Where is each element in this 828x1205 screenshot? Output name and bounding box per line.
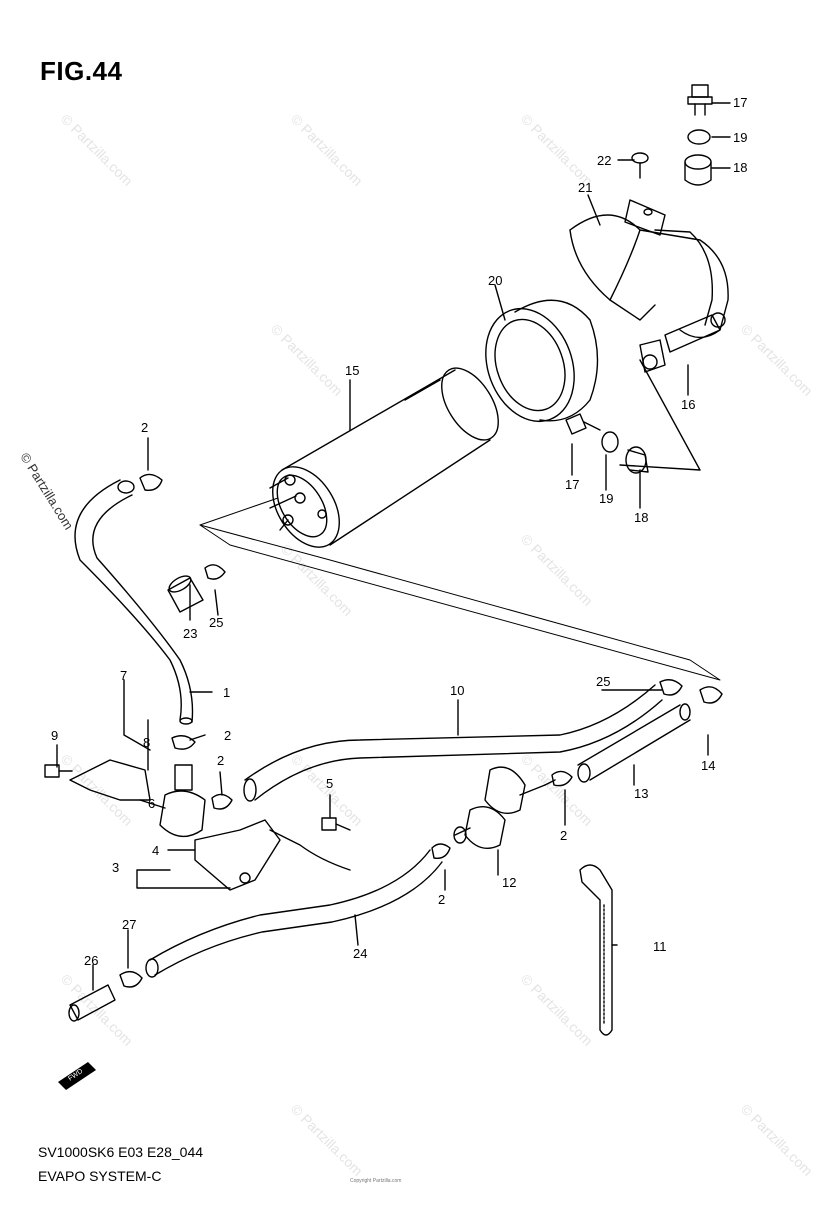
- watermark-tile: © Partzilla.com: [518, 751, 596, 829]
- callout-6: 6: [148, 796, 155, 811]
- hose-23: [167, 575, 204, 613]
- bolt-17-lower: [565, 413, 601, 435]
- watermark-tile: © Partzilla.com: [518, 971, 596, 1049]
- callout-12: 12: [502, 875, 516, 890]
- washer-19-lower: [601, 431, 619, 453]
- joint-26: [68, 984, 116, 1022]
- callout-15: 15: [345, 363, 359, 378]
- watermark-tile: © Partzilla.com: [518, 531, 596, 609]
- figure-code: SV1000SK6 E03 E28_044: [38, 1144, 204, 1160]
- canister-cover-part: [485, 299, 599, 423]
- callout-19: 19: [599, 491, 613, 506]
- watermark-tile: © Partzilla.com: [518, 111, 596, 189]
- clamp-2: [551, 770, 573, 787]
- callout-8: 8: [143, 735, 150, 750]
- callout-14: 14: [701, 758, 715, 773]
- clamp-2: [431, 843, 451, 859]
- clamp-2: [171, 735, 196, 750]
- canister-part: [269, 367, 499, 548]
- callout-7: 7: [120, 668, 127, 683]
- callout-25: 25: [596, 674, 610, 689]
- callouts: 2 1 2 2 2 2 3 4 5 6 7 8 9 10 11 12 13 14…: [51, 95, 747, 968]
- callout-1: 1: [223, 685, 230, 700]
- callout-11: 11: [653, 939, 667, 954]
- callout-18: 18: [634, 510, 648, 525]
- callout-2: 2: [438, 892, 445, 907]
- watermark-tile: © Partzilla.com: [738, 1101, 816, 1179]
- bolt-5: [321, 817, 351, 831]
- valve-6: [139, 764, 206, 838]
- callout-2: 2: [217, 753, 224, 768]
- callout-22: 22: [597, 153, 611, 168]
- hose-1: [74, 479, 194, 725]
- bolt-17-upper: [687, 84, 713, 116]
- watermark-tile: © Partzilla.com: [58, 751, 136, 829]
- callout-18: 18: [733, 160, 747, 175]
- watermark-tile: © Partzilla.com: [268, 321, 346, 399]
- cushion-18-upper: [684, 154, 712, 186]
- watermark-tile: © Partzilla.com: [58, 111, 136, 189]
- canister-bracket-part: [569, 199, 729, 373]
- hose-24: [145, 849, 443, 978]
- clamp-2: [211, 793, 233, 810]
- watermark-tiles: © Partzilla.com © Partzilla.com © Partzi…: [58, 111, 816, 1179]
- callout-5: 5: [326, 776, 333, 791]
- callout-2: 2: [560, 828, 567, 843]
- callout-20: 20: [488, 273, 502, 288]
- valve-12: [453, 766, 556, 849]
- callout-9: 9: [51, 728, 58, 743]
- callout-19: 19: [733, 130, 747, 145]
- callout-24: 24: [353, 946, 367, 961]
- callout-17: 17: [733, 95, 747, 110]
- callout-16: 16: [681, 397, 695, 412]
- callout-4: 4: [152, 843, 159, 858]
- callout-27: 27: [122, 917, 136, 932]
- figure-name: EVAPO SYSTEM-C: [38, 1168, 162, 1184]
- clamp-14: [699, 686, 723, 704]
- clamp-27: [119, 970, 143, 988]
- callout-25: 25: [209, 615, 223, 630]
- fwd-arrow-icon: FWD: [58, 1062, 96, 1090]
- bracket-8: [69, 759, 151, 801]
- bolt-9: [44, 764, 73, 778]
- callout-13: 13: [634, 786, 648, 801]
- screw-22: [631, 152, 649, 179]
- cushion-18-lower: [625, 446, 649, 474]
- bracket-3-4: [194, 819, 351, 891]
- callout-23: 23: [183, 626, 197, 641]
- watermark-tile: © Partzilla.com: [738, 321, 816, 399]
- watermark-tile: © Partzilla.com: [288, 111, 366, 189]
- copyright-note: Copyright Partzilla.com: [350, 1178, 402, 1184]
- callout-10: 10: [450, 683, 464, 698]
- clamp-25: [659, 679, 683, 696]
- hose-10: [243, 684, 663, 802]
- callout-17: 17: [565, 477, 579, 492]
- callout-21: 21: [578, 180, 592, 195]
- clamp-2: [139, 473, 163, 491]
- hose-13: [577, 703, 691, 783]
- tie-strap-11: [579, 864, 613, 1036]
- watermark-tile: © Partzilla.com: [288, 1101, 366, 1179]
- callout-2: 2: [141, 420, 148, 435]
- callout-26: 26: [84, 953, 98, 968]
- figure-title: FIG.44: [40, 56, 123, 86]
- callout-3: 3: [112, 860, 119, 875]
- washer-19-upper: [687, 129, 711, 145]
- watermark-tile: © Partzilla.com: [278, 541, 356, 619]
- callout-2: 2: [224, 728, 231, 743]
- clamp-25: [204, 564, 226, 580]
